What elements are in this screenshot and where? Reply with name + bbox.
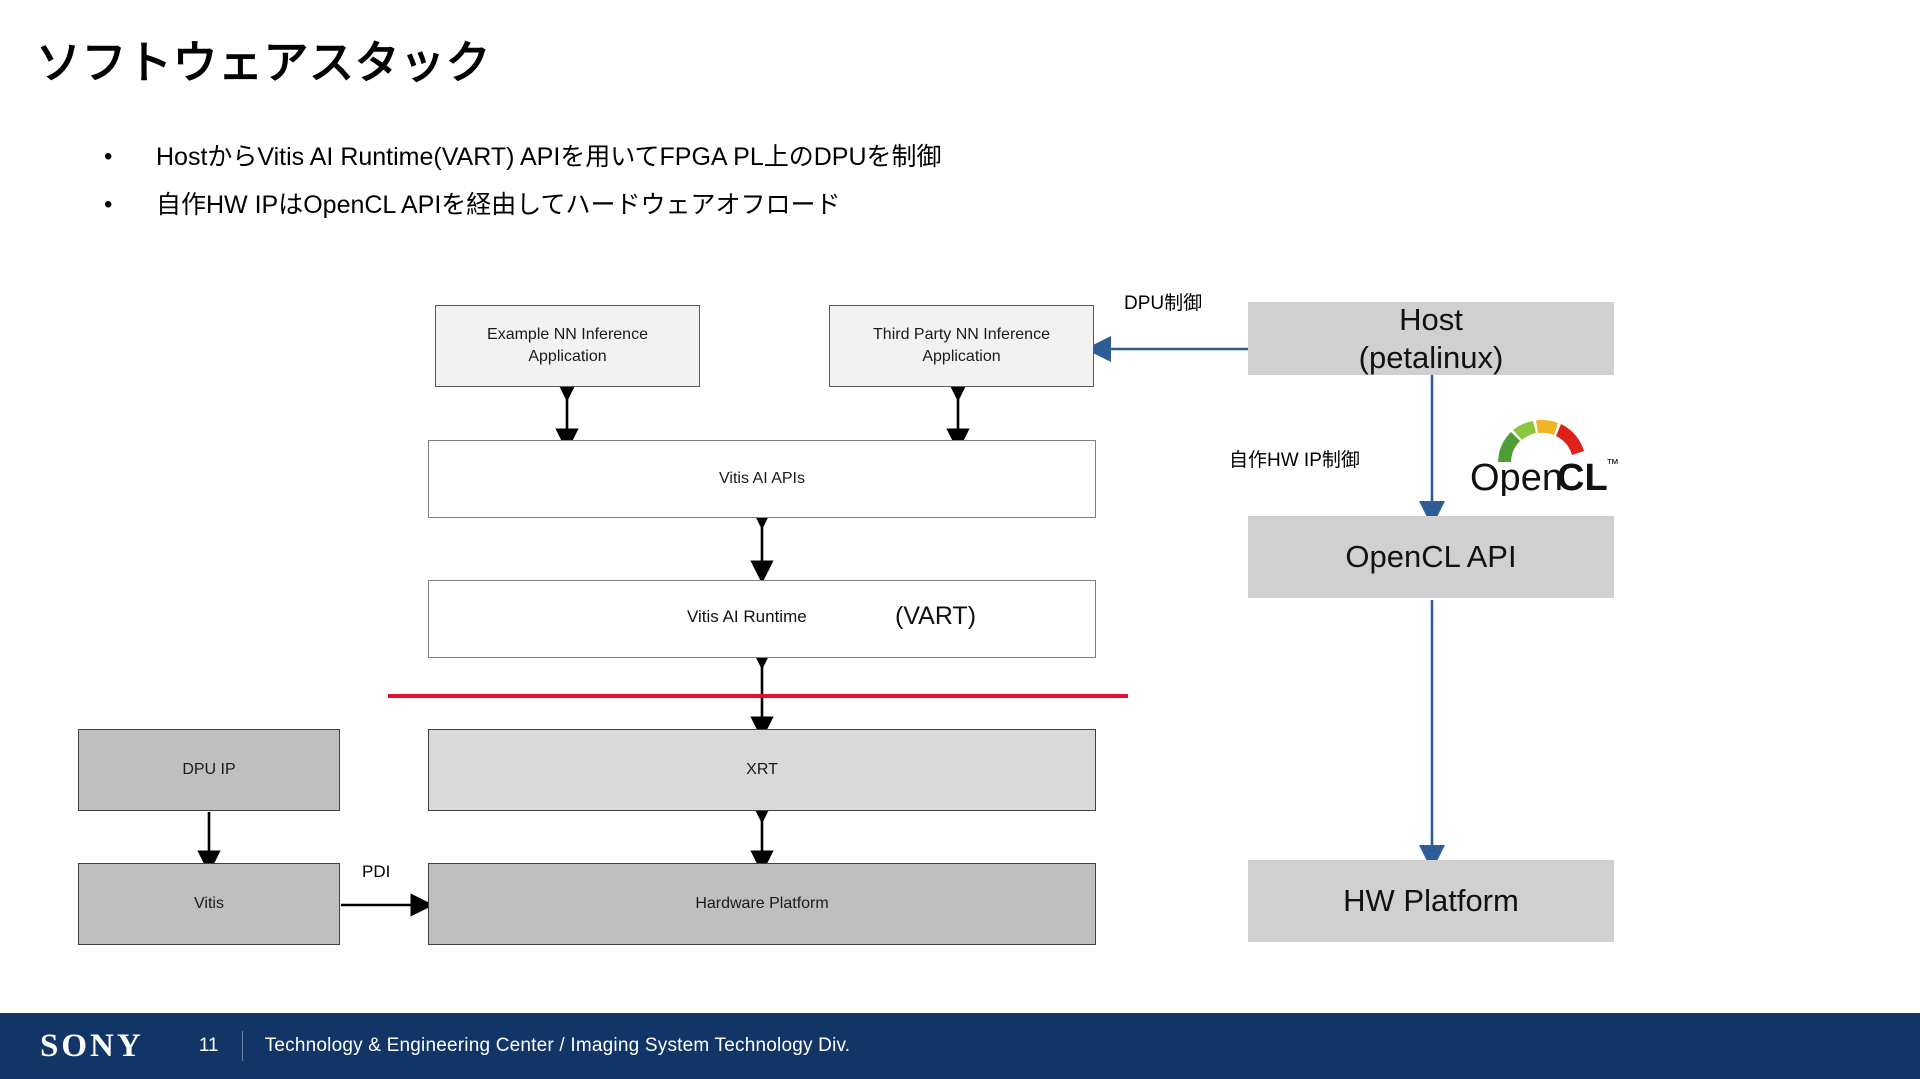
opencl-logo-tm-text: ™ [1606,456,1619,471]
list-item: • HostからVitis AI Runtime(VART) APIを用いてFP… [104,140,1404,174]
vitis-ai-runtime-label: Vitis AI Runtime [687,607,807,626]
hardware-software-boundary-divider [388,694,1128,698]
bullet-list: • HostからVitis AI Runtime(VART) APIを用いてFP… [104,140,1404,236]
bullet-text: 自作HW IPはOpenCL APIを経由してハードウェアオフロード [156,191,841,219]
box-label: OpenCL API [1345,539,1517,574]
box-xrt[interactable]: XRT [428,729,1096,811]
box-hardware-platform[interactable]: Hardware Platform [428,863,1096,945]
bullet-marker-icon: • [104,143,113,170]
box-label: Vitis AI APIs [719,470,805,487]
vart-label: (VART) [895,602,977,630]
box-label-line2: Application [528,348,607,365]
box-opencl-api[interactable]: OpenCL API [1248,516,1614,598]
box-example-nn-inference-application[interactable]: Example NN Inference Application [435,305,700,387]
box-vitis-ai-runtime[interactable] [428,580,1096,658]
footer-divider [241,1031,243,1061]
box-label-line1: Host [1399,301,1463,337]
software-stack-diagram: Example NN Inference Application Third P… [78,293,1622,945]
hw-ip-control-label: 自作HW IP制御 [1229,450,1360,471]
opencl-logo-open-text: Open [1470,457,1563,496]
sony-logo: SONY [40,1027,144,1064]
box-vitis-ai-apis[interactable]: Vitis AI APIs [428,440,1096,518]
box-label: XRT [746,761,778,778]
dpu-control-label: DPU制御 [1124,293,1203,314]
box-label: Hardware Platform [695,895,829,912]
footer-org-text: Technology & Engineering Center / Imagin… [264,1035,851,1056]
bullet-marker-icon: • [104,191,113,218]
bullet-text: HostからVitis AI Runtime(VART) APIを用いてFPGA… [156,143,942,171]
box-label-line2: Application [922,348,1001,365]
box-dpu-ip[interactable]: DPU IP [78,729,340,811]
page-number: 11 [198,1035,219,1056]
list-item: • 自作HW IPはOpenCL APIを経由してハードウェアオフロード [104,188,1404,222]
page-title: ソフトウェアスタック [36,37,492,88]
box-hw-platform[interactable]: HW Platform [1248,860,1614,942]
box-label-line1: Example NN Inference [487,326,648,343]
box-label: HW Platform [1343,883,1519,918]
box-label-line1: Third Party NN Inference [873,326,1050,343]
box-label: Vitis [194,895,224,912]
opencl-logo-cl-text: CL [1557,457,1608,496]
box-third-party-nn-inference-application[interactable]: Third Party NN Inference Application [829,305,1094,387]
pdi-label: PDI [362,862,391,881]
opencl-logo: Open CL ™ [1462,420,1622,499]
box-label-line2: (petalinux) [1358,339,1504,375]
box-vitis[interactable]: Vitis [78,863,340,945]
box-label: DPU IP [182,761,236,778]
box-host-petalinux[interactable]: Host (petalinux) [1248,302,1614,375]
footer-bar: SONY 11 Technology & Engineering Center … [0,1013,1920,1079]
